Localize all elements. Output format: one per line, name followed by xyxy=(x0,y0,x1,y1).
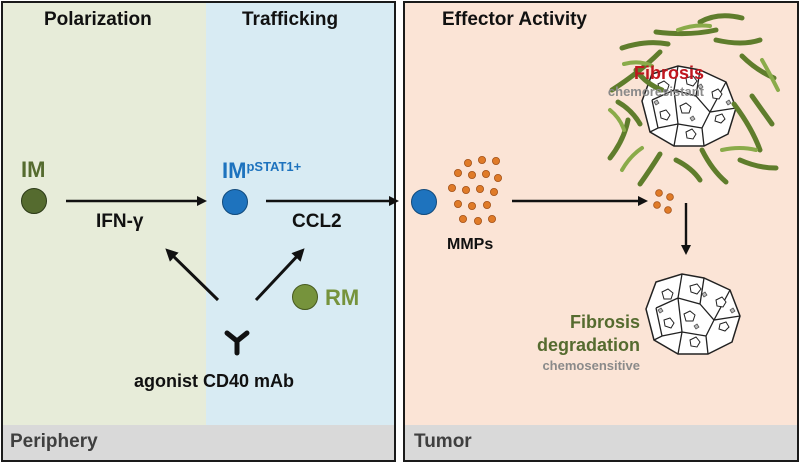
arrow-cd40-to-ifng xyxy=(165,248,220,302)
fibrosis-degradation-label-2: degradation xyxy=(536,335,640,355)
im-pstat1-cell xyxy=(222,189,248,215)
arrow-cd40-to-ccl2 xyxy=(254,248,305,302)
periphery-panel-border xyxy=(1,1,396,462)
chemoresistant-label: chemoresistant xyxy=(607,84,704,99)
ccl2-label: CCL2 xyxy=(292,211,342,232)
tumor-panel-border xyxy=(403,1,799,462)
im-pstat1-base: IM xyxy=(222,158,247,183)
footer-tumor: Tumor xyxy=(414,431,472,452)
header-polarization: Polarization xyxy=(44,9,152,30)
header-effector-activity: Effector Activity xyxy=(442,9,587,30)
mmp-particles-small xyxy=(653,189,674,214)
agonist-cd40-label: agonist CD40 mAb xyxy=(134,371,295,391)
fibrosis-label: Fibrosis xyxy=(633,63,704,83)
ifn-gamma-label: IFN-γ xyxy=(96,211,144,232)
chemosensitive-label: chemosensitive xyxy=(542,358,640,373)
im-pstat1-label: IMpSTAT1+ xyxy=(222,160,301,182)
footer-periphery: Periphery xyxy=(10,431,98,452)
rm-label: RM xyxy=(325,285,360,310)
periphery-footer xyxy=(2,425,395,461)
tumor-footer xyxy=(404,425,798,461)
im-cell xyxy=(21,188,47,214)
mmps-label: MMPs xyxy=(447,236,494,253)
mmp-particles xyxy=(447,155,502,225)
im-label: IM xyxy=(21,157,46,182)
fibrosis-degradation-label-1: Fibrosis xyxy=(569,312,640,332)
header-trafficking: Trafficking xyxy=(242,9,339,30)
antibody-icon xyxy=(224,330,250,356)
tumor-zone xyxy=(404,2,798,425)
rm-cell xyxy=(292,284,318,310)
im-pstat1-superscript: pSTAT1+ xyxy=(246,159,302,174)
fibrotic-tumor-cluster xyxy=(607,13,780,187)
tumor-im-cell xyxy=(411,189,437,215)
